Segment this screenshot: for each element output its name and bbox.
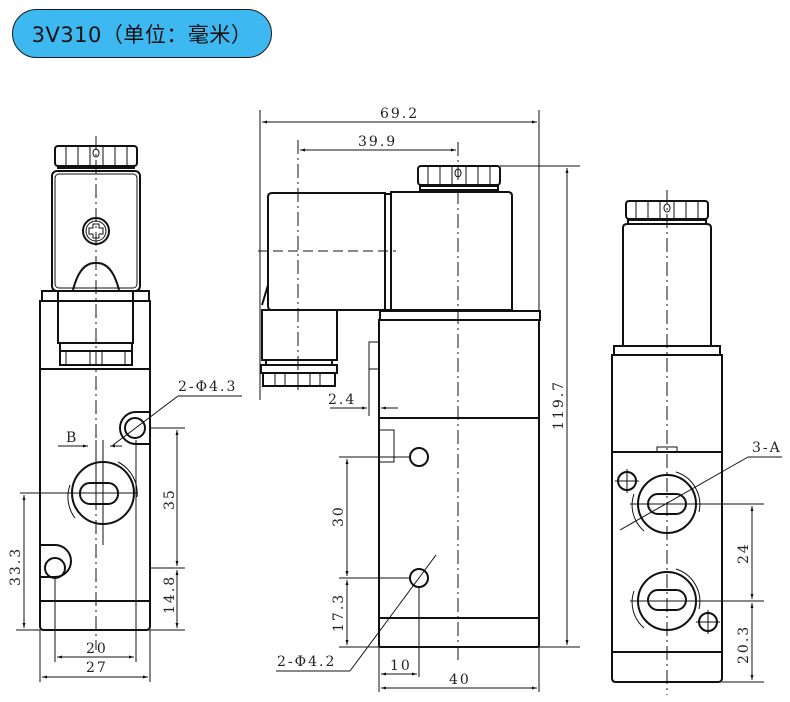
coil-body — [390, 191, 513, 311]
title-label: 3V310（单位：毫米） — [31, 22, 253, 47]
dim-10: 10 — [390, 658, 412, 674]
dim-35: 35 — [162, 488, 178, 510]
valve-body — [39, 368, 151, 631]
front-view: B 2-Φ4.3 35 14.8 33.3 20 27 — [8, 136, 242, 682]
dim-39-9: 39.9 — [358, 134, 397, 150]
mount-hole-side-top — [409, 447, 429, 467]
title-badge: 3V310（单位：毫米） — [12, 9, 272, 58]
rear-view: 3-A 24 20.3 — [611, 190, 782, 695]
callout-port: 3-A — [752, 440, 782, 456]
callout-hole-side: 2-Φ4.2 — [277, 654, 336, 670]
dim-30: 30 — [331, 505, 347, 527]
valve-body-side — [378, 319, 540, 648]
dim-2-4: 2.4 — [328, 392, 356, 408]
coil-rear — [622, 223, 712, 347]
dim-24: 24 — [736, 542, 752, 564]
dim-17-3: 17.3 — [331, 593, 347, 632]
dim-40: 40 — [449, 672, 471, 688]
dim-69-2: 69.2 — [380, 106, 419, 122]
label-b: B — [66, 430, 78, 446]
dim-33-3: 33.3 — [8, 547, 24, 586]
mount-hole-top — [124, 417, 146, 439]
dim-14-8: 14.8 — [162, 575, 178, 614]
valve-body-rear — [611, 354, 723, 683]
callout-hole-front: 2-Φ4.3 — [178, 379, 237, 395]
dim-20: 20 — [86, 641, 108, 657]
dim-20-3: 20.3 — [736, 625, 752, 664]
mount-hole-bottom — [44, 557, 66, 579]
dim-27: 27 — [86, 660, 108, 676]
dim-119-7: 119.7 — [551, 380, 567, 430]
side-view: 69.2 39.9 119.7 2.4 30 17.3 2-Φ4.2 10 — [258, 106, 580, 692]
